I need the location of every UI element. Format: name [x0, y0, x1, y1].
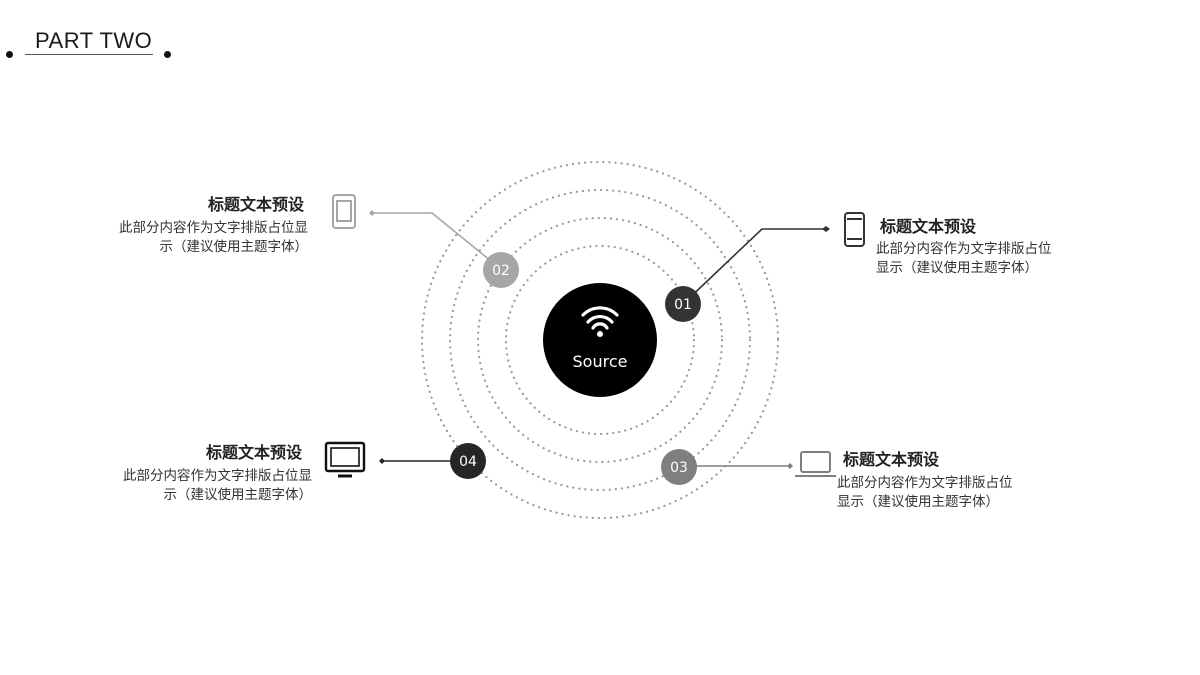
- wifi-dot: [597, 331, 603, 337]
- connector-01-end: [822, 226, 830, 232]
- node-01-label: 01: [674, 297, 692, 313]
- node-03-label: 03: [670, 460, 688, 476]
- item-01-desc: 此部分内容作为文字排版占位显示（建议使用主题字体）: [876, 241, 1052, 276]
- connector-03-end: [787, 463, 793, 469]
- title-left-dot: [6, 51, 13, 58]
- wifi-icon: [581, 306, 619, 330]
- ring-1: [504, 244, 696, 436]
- node-02: [483, 252, 519, 288]
- node-04: [450, 443, 486, 479]
- node-01: [665, 286, 701, 322]
- page-title: PART TWO: [35, 28, 153, 53]
- monitor-icon: [324, 441, 366, 478]
- item-01-title: 标题文本预设: [880, 217, 977, 236]
- item-04-desc: 此部分内容作为文字排版占位显示（建议使用主题字体）: [123, 468, 312, 503]
- item-03-title: 标题文本预设: [843, 450, 940, 469]
- laptop-icon: [795, 451, 836, 477]
- ring-2: [476, 216, 724, 464]
- source-label: Source: [573, 352, 628, 371]
- source-circle: [543, 283, 657, 397]
- node-02-label: 02: [492, 263, 510, 279]
- connector-02-end: [369, 210, 375, 216]
- item-02-desc: 此部分内容作为文字排版占位显示（建议使用主题字体）: [119, 220, 308, 255]
- connector-04-end: [379, 458, 385, 464]
- ring-4: [420, 160, 780, 520]
- node-03: [661, 449, 697, 485]
- connector-01: [681, 228, 826, 306]
- connector-02: [372, 212, 503, 271]
- item-04-title: 标题文本预设: [206, 443, 303, 462]
- title-underline: [25, 54, 153, 55]
- item-02-title: 标题文本预设: [208, 195, 305, 214]
- title-right-dot: [164, 51, 171, 58]
- item-03-desc: 此部分内容作为文字排版占位显示（建议使用主题字体）: [837, 475, 1013, 510]
- tablet-icon: [332, 194, 356, 229]
- ring-3: [448, 188, 752, 492]
- node-04-label: 04: [459, 454, 477, 470]
- smartphone-icon: [844, 212, 865, 247]
